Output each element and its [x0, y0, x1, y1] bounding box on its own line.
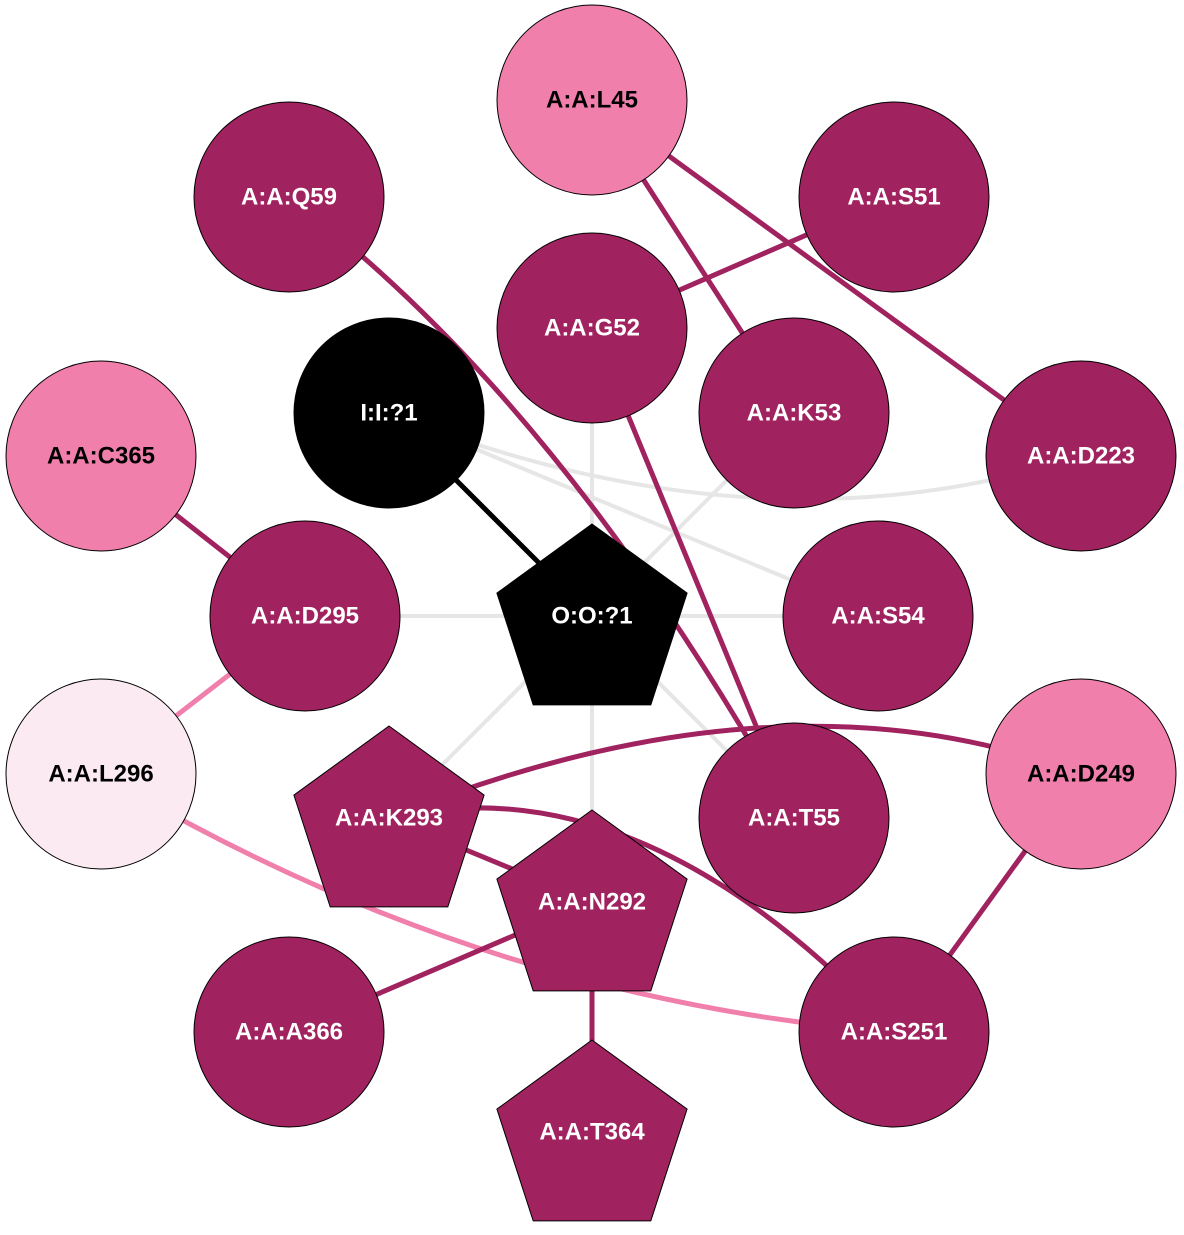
node-label: A:A:K293	[335, 805, 443, 832]
edge-l296-s251	[99, 771, 895, 1035]
node-circle	[496, 232, 688, 424]
node-label: A:A:S51	[847, 184, 940, 211]
node-i1[interactable]: I:I:?1	[293, 317, 485, 509]
node-circle	[193, 101, 385, 293]
node-circle	[985, 678, 1177, 870]
node-circle	[798, 936, 990, 1128]
node-label: A:A:K53	[747, 400, 842, 427]
node-label: O:O:?1	[551, 603, 632, 630]
node-o1[interactable]: O:O:?1	[496, 523, 688, 706]
node-c365[interactable]: A:A:C365	[5, 360, 197, 552]
node-pentagon	[496, 1039, 688, 1222]
node-label: A:A:S251	[841, 1019, 948, 1046]
node-circle	[782, 520, 974, 712]
edge-q59-t55	[287, 194, 797, 820]
node-label: A:A:C365	[47, 443, 155, 470]
node-pentagon	[496, 523, 688, 706]
node-d223[interactable]: A:A:D223	[985, 360, 1177, 552]
node-circle	[496, 4, 688, 196]
node-label: A:A:Q59	[241, 184, 337, 211]
node-q59[interactable]: A:A:Q59	[193, 101, 385, 293]
node-n292[interactable]: A:A:N292	[496, 809, 688, 992]
node-pentagon	[496, 809, 688, 992]
node-d295[interactable]: A:A:D295	[209, 520, 401, 712]
node-label: A:A:D223	[1027, 443, 1135, 470]
node-label: A:A:L296	[48, 761, 153, 788]
node-k293[interactable]: A:A:K293	[293, 725, 485, 908]
node-s251[interactable]: A:A:S251	[798, 936, 990, 1128]
node-d249[interactable]: A:A:D249	[985, 678, 1177, 870]
node-label: A:A:G52	[544, 315, 640, 342]
edge-l45-d223	[590, 97, 1083, 459]
node-label: A:A:T55	[748, 805, 840, 832]
node-label: A:A:T364	[539, 1119, 645, 1146]
node-label: A:A:S54	[831, 603, 925, 630]
node-pentagon	[293, 725, 485, 908]
node-label: A:A:D295	[251, 603, 359, 630]
node-circle	[5, 678, 197, 870]
node-circle	[293, 317, 485, 509]
node-s51[interactable]: A:A:S51	[798, 101, 990, 293]
node-circle	[798, 101, 990, 293]
node-label: I:I:?1	[360, 400, 417, 427]
node-label: A:A:A366	[235, 1019, 343, 1046]
node-circle	[209, 520, 401, 712]
node-s54[interactable]: A:A:S54	[782, 520, 974, 712]
node-l296[interactable]: A:A:L296	[5, 678, 197, 870]
node-label: A:A:D249	[1027, 761, 1135, 788]
node-circle	[5, 360, 197, 552]
node-t364[interactable]: A:A:T364	[496, 1039, 688, 1222]
node-k53[interactable]: A:A:K53	[698, 317, 890, 509]
node-circle	[698, 317, 890, 509]
node-circle	[193, 936, 385, 1128]
node-a366[interactable]: A:A:A366	[193, 936, 385, 1128]
node-circle	[985, 360, 1177, 552]
node-g52[interactable]: A:A:G52	[496, 232, 688, 424]
node-l45[interactable]: A:A:L45	[496, 4, 688, 196]
node-t55[interactable]: A:A:T55	[698, 722, 890, 914]
node-circle	[698, 722, 890, 914]
node-label: A:A:N292	[538, 889, 646, 916]
node-label: A:A:L45	[546, 87, 638, 114]
